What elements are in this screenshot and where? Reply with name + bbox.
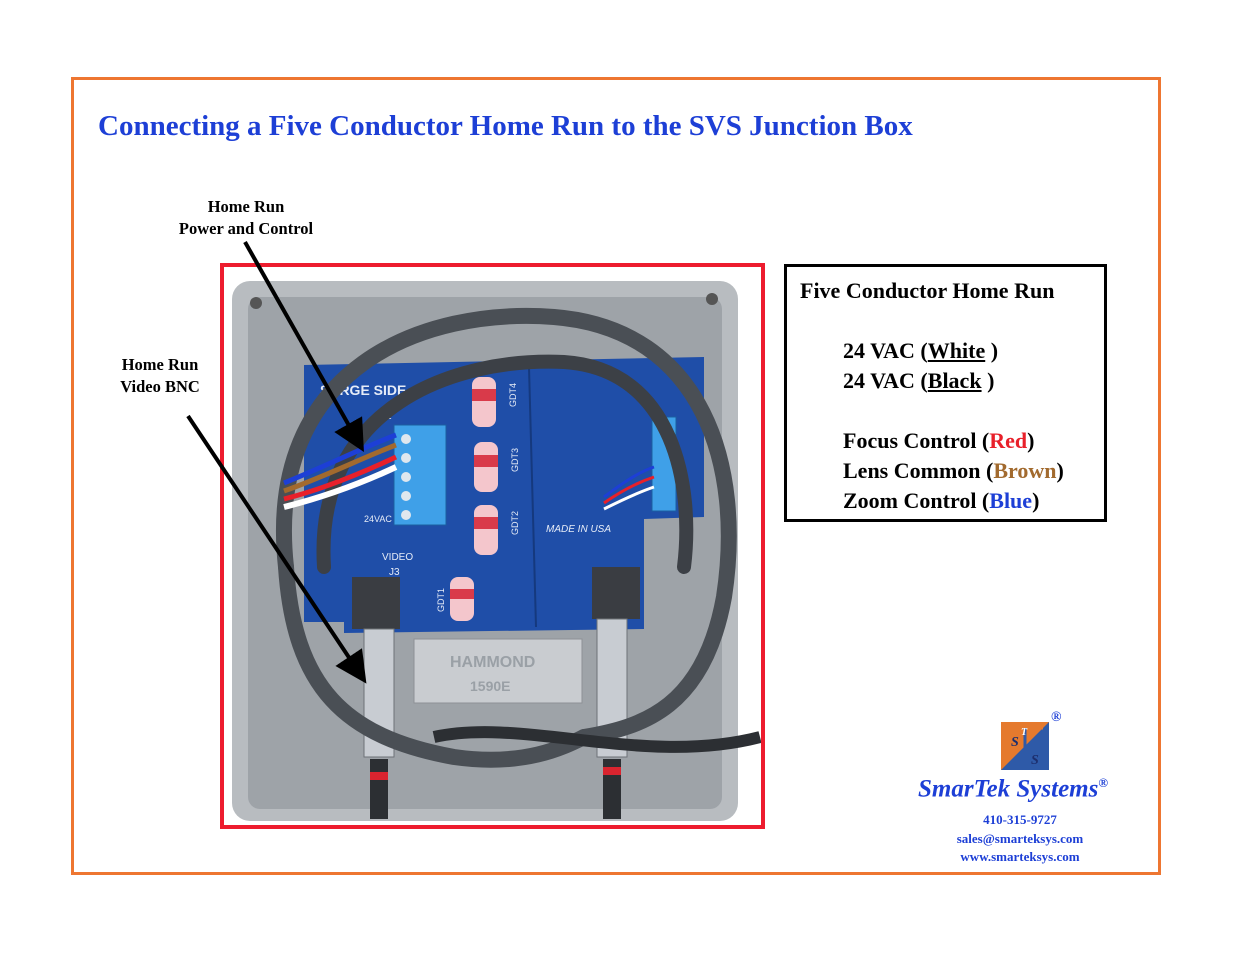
callout-video-bnc: Home Run Video BNC bbox=[110, 354, 210, 398]
label-hammond: HAMMOND bbox=[450, 654, 535, 671]
legend-color-blue: Blue bbox=[989, 488, 1033, 513]
company-registered-mark: ® bbox=[1098, 775, 1109, 790]
terminal-screw bbox=[401, 434, 411, 444]
label-gdt4: GDT4 bbox=[508, 383, 518, 407]
conductor-legend: Five Conductor Home Run 24 VAC (White ) … bbox=[784, 264, 1107, 522]
logo-letter: S bbox=[1011, 735, 1019, 750]
terminal-screw bbox=[401, 453, 411, 463]
contact-email[interactable]: sales@smarteksys.com bbox=[956, 831, 1084, 846]
contact-website[interactable]: www.smarteksys.com bbox=[960, 849, 1080, 864]
gdt-tube bbox=[474, 505, 498, 555]
callout-power-line1: Home Run bbox=[207, 197, 285, 216]
legend-color-white: White bbox=[927, 338, 986, 363]
bnc-jack-left bbox=[352, 577, 400, 629]
smartek-logo: S T S bbox=[1001, 722, 1049, 770]
callout-video-line2: Video BNC bbox=[120, 377, 200, 396]
legend-row-white: 24 VAC (White ) bbox=[843, 338, 999, 363]
callout-video-line1: Home Run bbox=[121, 355, 199, 374]
page-title: Connecting a Five Conductor Home Run to … bbox=[98, 110, 913, 142]
junction-box-photo: SURGE SIDE J1 24VAC VIDEO J3 MADE IN USA… bbox=[220, 263, 765, 829]
label-24vac: 24VAC bbox=[364, 514, 392, 524]
gdt-tube bbox=[472, 377, 496, 427]
page-frame bbox=[71, 77, 1161, 875]
logo-letter: S bbox=[1031, 753, 1039, 768]
legend-color-brown: Brown bbox=[993, 458, 1057, 483]
company-name: SmarTek Systems® bbox=[918, 775, 1109, 803]
enclosure-screw bbox=[706, 293, 718, 305]
hammond-plate bbox=[413, 638, 583, 704]
legend-color-black: Black bbox=[927, 368, 982, 393]
logo-letter: T bbox=[1021, 727, 1028, 738]
legend-row-blue: Zoom Control (Blue) bbox=[843, 488, 1040, 513]
terminal-screw bbox=[401, 472, 411, 482]
legend-row-brown: Lens Common (Brown) bbox=[843, 458, 1064, 483]
junction-box-illustration: SURGE SIDE J1 24VAC VIDEO J3 MADE IN USA… bbox=[232, 281, 761, 821]
contact-phone: 410-315-9727 bbox=[983, 812, 1057, 827]
label-gdt2: GDT2 bbox=[510, 511, 520, 535]
bnc-jack-right bbox=[592, 567, 640, 619]
label-gdt3: GDT3 bbox=[510, 448, 520, 472]
callout-power-control: Home Run Power and Control bbox=[160, 196, 332, 240]
label-j3: J3 bbox=[389, 567, 400, 578]
legend-row-red: Focus Control (Red) bbox=[843, 428, 1035, 453]
terminal-screw bbox=[401, 491, 411, 501]
coax-loop bbox=[432, 726, 761, 753]
callout-power-line2: Power and Control bbox=[178, 219, 314, 238]
coax-left bbox=[370, 759, 388, 819]
label-gdt1: GDT1 bbox=[436, 588, 446, 612]
label-hammond-model: 1590E bbox=[470, 678, 510, 694]
legend-color-red: Red bbox=[989, 428, 1028, 453]
gdt-tubes bbox=[450, 377, 498, 621]
label-made-in-usa: MADE IN USA bbox=[546, 524, 611, 535]
legend-row-black: 24 VAC (Black ) bbox=[843, 368, 995, 393]
logo-registered-mark: ® bbox=[1051, 710, 1062, 725]
enclosure-screw bbox=[250, 297, 262, 309]
terminal-screw bbox=[401, 510, 411, 520]
board-trace bbox=[528, 366, 537, 628]
label-video: VIDEO bbox=[382, 552, 413, 563]
legend-heading: Five Conductor Home Run bbox=[800, 278, 1055, 303]
